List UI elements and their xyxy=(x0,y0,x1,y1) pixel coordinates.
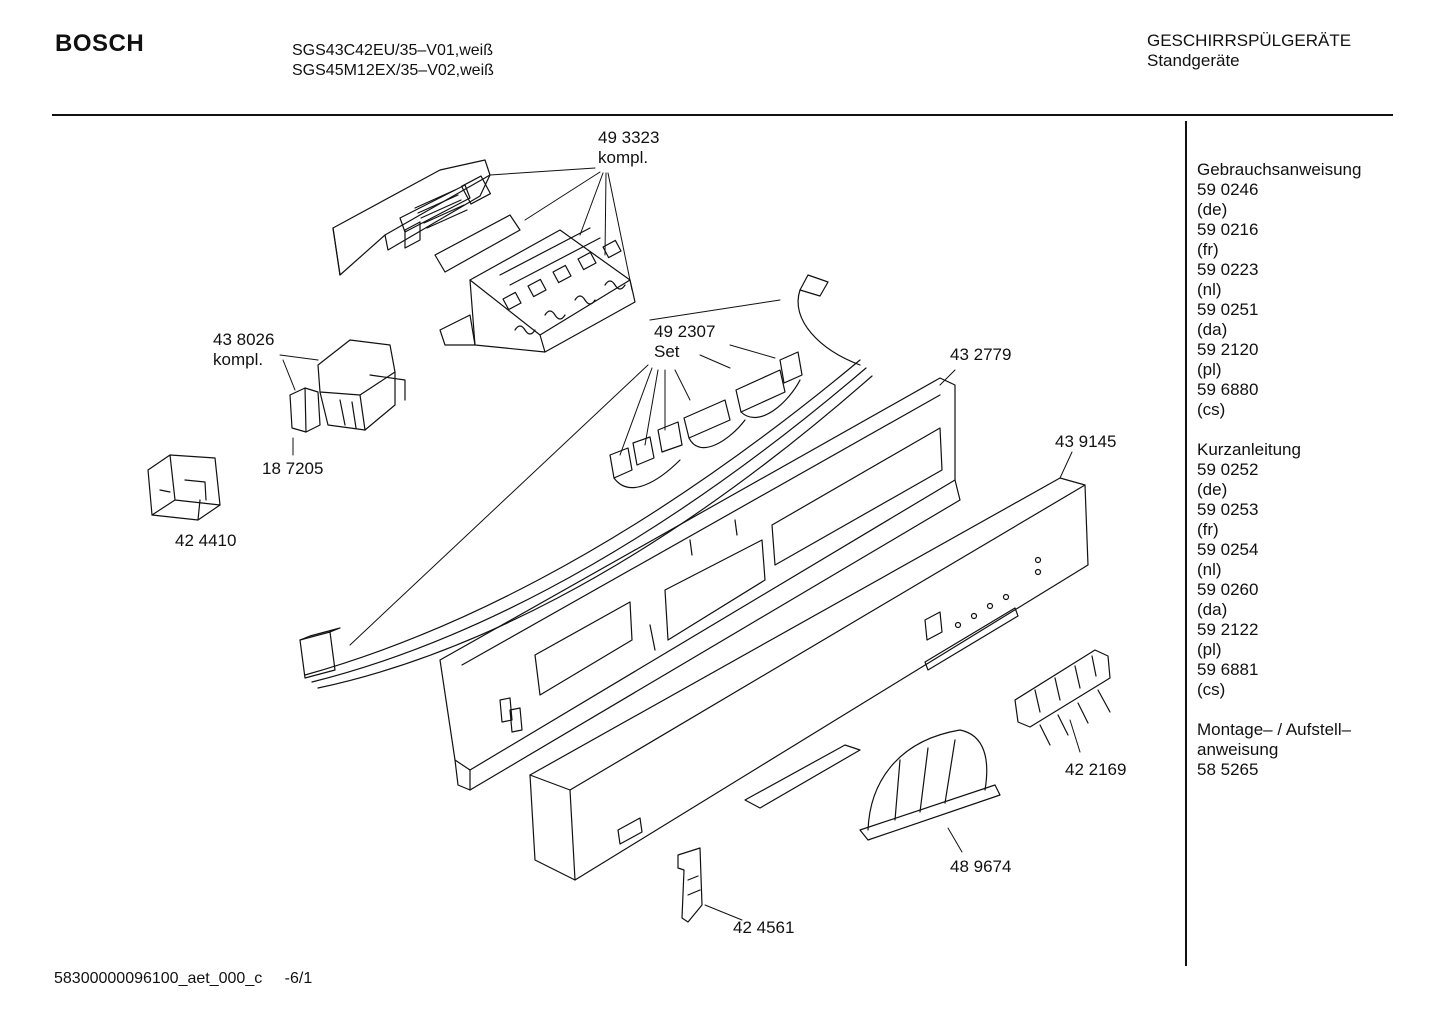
header-divider xyxy=(52,114,1393,116)
doc-language: (fr) xyxy=(1197,240,1219,259)
doc-language: (pl) xyxy=(1197,360,1222,379)
part-label-424561: 42 4561 xyxy=(733,918,795,937)
part-label-438026: 43 8026 kompl. xyxy=(213,330,275,369)
doc-number: 59 6880 xyxy=(1197,380,1259,399)
category-heading: GESCHIRRSPÜLGERÄTE Standgeräte xyxy=(1147,31,1351,71)
capacitor-part[interactable] xyxy=(289,387,321,433)
doc-language: (de) xyxy=(1197,480,1228,499)
button-strip-part[interactable] xyxy=(1014,649,1111,746)
doc-group-quick-guide: Kurzanleitung 59 0252 (de) 59 0253 (fr) … xyxy=(1197,440,1361,700)
document-references: Gebrauchsanweisung 59 0246 (de) 59 0216 … xyxy=(1197,160,1361,800)
doc-number: 59 6881 xyxy=(1197,660,1259,679)
handle-insert-part[interactable] xyxy=(859,729,1001,841)
doc-group-title: Kurzanleitung xyxy=(1197,440,1301,459)
bracket-part[interactable] xyxy=(677,847,703,923)
doc-language: (nl) xyxy=(1197,560,1222,579)
part-label-489674: 48 9674 xyxy=(950,857,1012,876)
doc-language: (cs) xyxy=(1197,680,1226,699)
doc-language: (nl) xyxy=(1197,280,1222,299)
doc-number: 59 0246 xyxy=(1197,180,1259,199)
doc-number: 58 5265 xyxy=(1197,760,1259,779)
inner-frame-part[interactable] xyxy=(439,377,961,791)
doc-language: (da) xyxy=(1197,320,1228,339)
model-line: SGS45M12EX/35–V02,weiß xyxy=(292,62,494,79)
doc-language: (fr) xyxy=(1197,520,1219,539)
part-label-424410: 42 4410 xyxy=(175,531,237,550)
exploded-view-drawing xyxy=(147,159,1111,923)
doc-number: 59 0254 xyxy=(1197,540,1259,559)
part-label-187205: 18 7205 xyxy=(262,459,324,478)
doc-group-user-manual: Gebrauchsanweisung 59 0246 (de) 59 0216 … xyxy=(1197,160,1361,420)
doc-language: (de) xyxy=(1197,200,1228,219)
control-panel-part[interactable] xyxy=(529,477,1089,881)
part-label-493323: 49 3323 kompl. xyxy=(598,128,660,167)
category-subtitle: Standgeräte xyxy=(1147,51,1240,70)
doc-number: 59 0251 xyxy=(1197,300,1259,319)
control-module-part[interactable] xyxy=(332,159,636,353)
leader-lines xyxy=(279,167,1081,921)
doc-language: (cs) xyxy=(1197,400,1226,419)
doc-number: 59 0253 xyxy=(1197,500,1259,519)
doc-group-installation: Montage– / Aufstell– anweisung 58 5265 xyxy=(1197,720,1361,780)
doc-number: 59 0216 xyxy=(1197,220,1259,239)
doc-number: 59 0252 xyxy=(1197,460,1259,479)
model-line: SGS43C42EU/35–V01,weiß xyxy=(292,42,493,59)
cable-harness-part[interactable] xyxy=(299,274,873,689)
doc-number: 59 0260 xyxy=(1197,580,1259,599)
doc-language: (pl) xyxy=(1197,640,1222,659)
part-label-439145: 43 9145 xyxy=(1055,432,1117,451)
document-id: 58300000096100_aet_000_c xyxy=(54,970,263,987)
part-label-492307: 49 2307 Set xyxy=(654,322,716,361)
brand-logo: BOSCH xyxy=(55,30,145,57)
category-title: GESCHIRRSPÜLGERÄTE xyxy=(1147,31,1352,50)
doc-language: (da) xyxy=(1197,600,1228,619)
doc-number: 59 0223 xyxy=(1197,260,1259,279)
sidebar-divider xyxy=(1185,121,1187,966)
footer: 58300000096100_aet_000_c -6/1 xyxy=(54,970,312,988)
page-number: -6/1 xyxy=(284,970,313,987)
model-list: SGS43C42EU/35–V01,weiß SGS45M12EX/35–V02… xyxy=(292,41,494,81)
relay-part[interactable] xyxy=(317,339,406,431)
doc-number: 59 2120 xyxy=(1197,340,1259,359)
doc-group-title: Montage– / Aufstell– xyxy=(1197,720,1352,739)
part-label-432779: 43 2779 xyxy=(950,345,1012,364)
part-label-422169: 42 2169 xyxy=(1065,760,1127,779)
doc-group-title: Gebrauchsanweisung xyxy=(1197,160,1362,179)
doc-group-title-continued: anweisung xyxy=(1197,740,1279,759)
switch-block-part[interactable] xyxy=(147,454,221,521)
doc-number: 59 2122 xyxy=(1197,620,1259,639)
